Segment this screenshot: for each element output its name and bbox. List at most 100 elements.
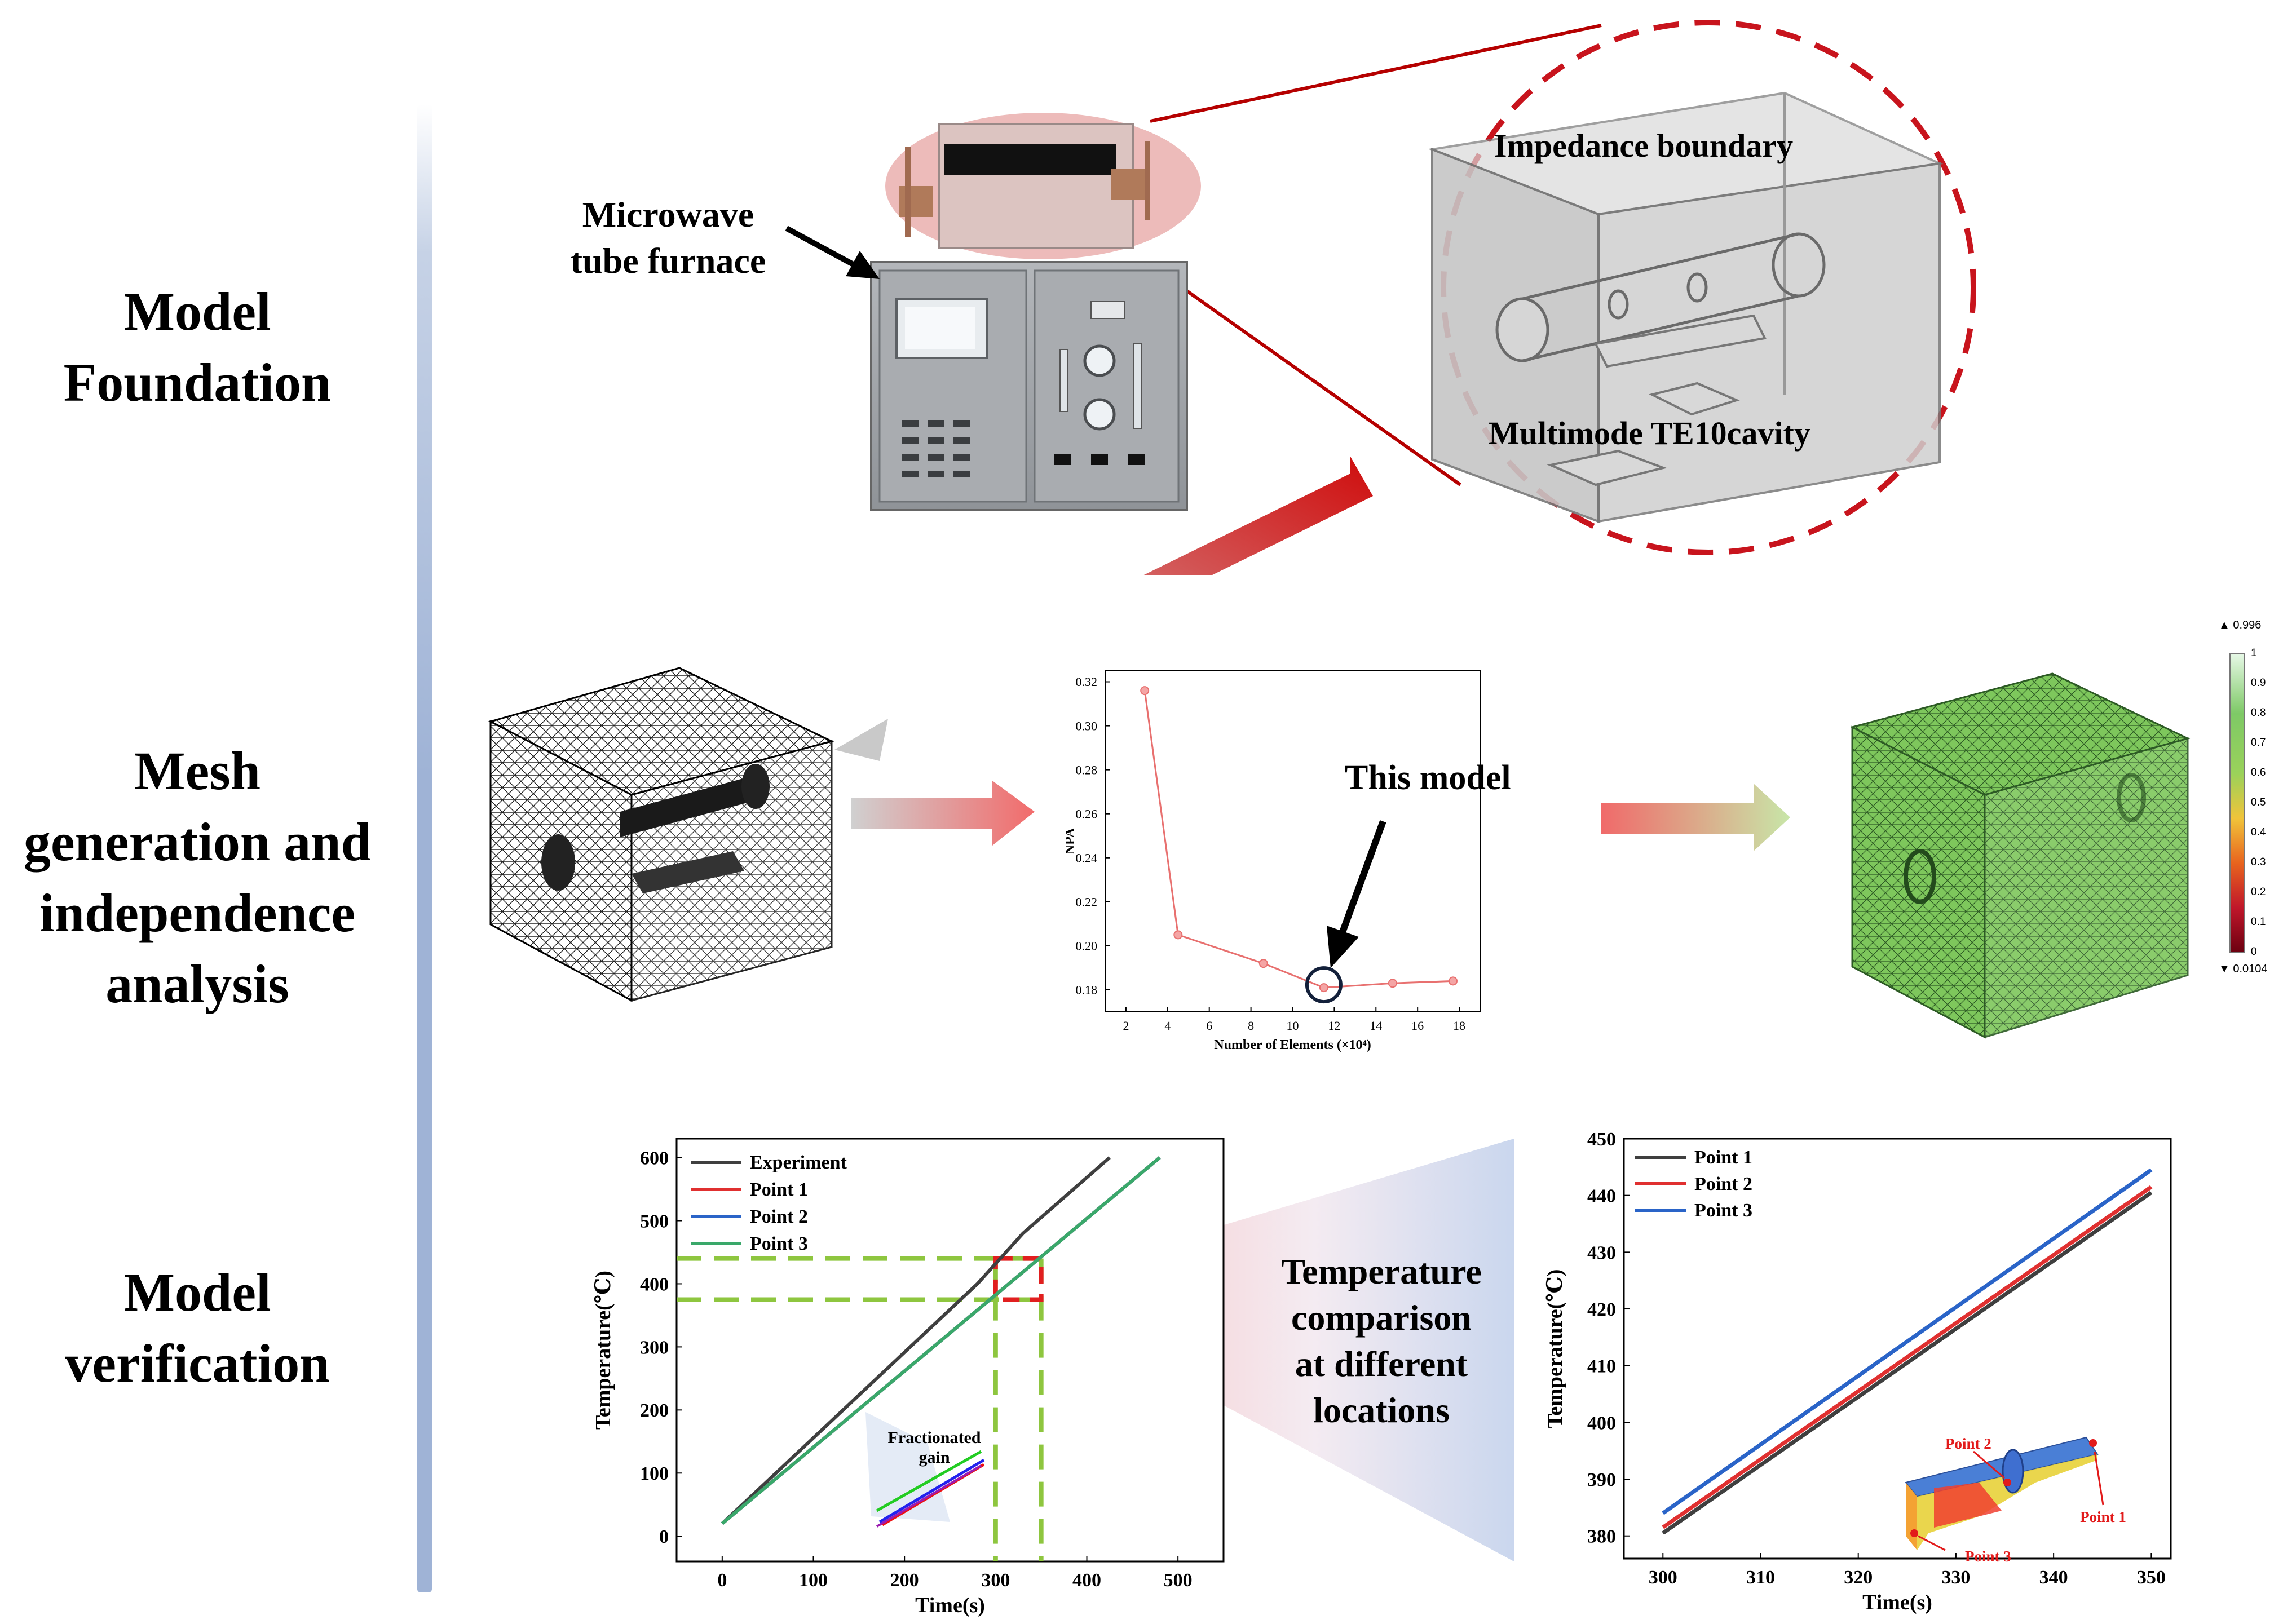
probe-label-3: Point 3 [1965,1548,2011,1565]
label-line: at different [1295,1344,1468,1384]
y-axis-label: Temperature(℃) [1543,1269,1567,1428]
npa-point [1319,983,1328,993]
furnace-pointer-line [785,225,856,268]
label-line: Temperature [1281,1251,1482,1291]
y-tick-label: 0 [659,1526,669,1547]
colorbar-tick: 1 [2251,647,2257,659]
colorbar-tick: 0 [2251,946,2257,958]
zoom-region-box [993,1256,1044,1302]
this-model-arrow-line [1337,820,1386,939]
y-tick-label: 100 [640,1463,669,1484]
legend-label: Point 3 [750,1233,808,1254]
furnace-cabinet [870,261,1188,511]
probe-leader-3 [1918,1535,1946,1551]
npa-point [1448,976,1458,986]
colorbar-tick: 0.8 [2251,707,2266,719]
furnace-pointer-head [846,251,880,279]
this-model-arrow-head [1326,926,1359,968]
y-tick-label: 0.28 [1076,763,1098,777]
y-tick-label: 440 [1587,1186,1616,1207]
legend-label: Point 2 [750,1206,808,1227]
y-axis-label: NPA [1066,828,1078,855]
this-model-label: This model [1345,759,1511,797]
colorbar-tick: 0.3 [2251,856,2266,868]
stage-line: independence [39,883,356,943]
legend-label: Point 2 [1694,1174,1752,1194]
npa-point [1388,979,1397,988]
stage-line: Model [123,1262,271,1322]
y-tick-label: 200 [640,1400,669,1421]
y-tick-label: 400 [640,1274,669,1295]
y-axis-label: Temperature(℃) [591,1271,615,1430]
x-tick-label: 100 [799,1570,828,1591]
x-tick-label: 300 [1649,1567,1677,1588]
plot-frame [1105,670,1481,1012]
series-line [721,1156,1161,1525]
impedance-label: Impedance boundary [1494,127,1794,164]
x-axis-label: Number of Elements (×10⁴) [1214,1038,1371,1052]
foundation-illustration [785,20,1976,575]
colorbar-tick: 0.6 [2251,767,2266,778]
inset-hot-zone [1934,1483,2002,1528]
inset-line [876,1464,982,1528]
label-line: tube furnace [570,241,766,281]
colorbar-min-label: ▼ 0.0104 [2219,963,2268,975]
stage-line: generation and [23,812,372,872]
colorbar [2229,653,2245,953]
colorbar-tick: 0.1 [2251,916,2266,928]
stage-line: Model [123,281,271,342]
x-tick-label: 18 [1453,1019,1465,1033]
mesh-row [488,653,2245,1039]
transition-arrow-2 [851,781,1035,846]
gray-arrow-tip [834,719,888,761]
mesh-box-quality [1849,672,2191,1039]
inset-shade [865,1412,950,1522]
zoom-line-bottom [1149,263,1461,486]
series-line [721,1156,1111,1525]
transition-arrow-3 [1601,784,1790,851]
y-tick-label: 0.32 [1076,675,1098,689]
x-axis-label: Time(s) [1862,1591,1932,1614]
inset-tube-ring [2002,1449,2024,1494]
y-tick-label: 500 [640,1211,669,1232]
x-tick-label: 320 [1844,1567,1873,1588]
x-tick-label: 330 [1941,1567,1970,1588]
crucible-plate [1594,314,1767,368]
port-top [1649,382,1740,416]
x-axis-label: Time(s) [915,1594,985,1617]
inset-line [878,1458,985,1524]
colorbar-tick: 0.7 [2251,737,2266,749]
probe-leader-1 [2094,1451,2104,1506]
y-tick-label: 0.20 [1076,939,1098,953]
colorbar-tick: 0.5 [2251,796,2266,808]
series-line [1662,1191,2153,1535]
transition-arrow-1 [1143,457,1373,575]
inset-label-line: Fractionated [888,1428,981,1447]
x-tick-label: 0 [717,1570,727,1591]
x-tick-label: 12 [1328,1019,1340,1033]
x-tick-label: 16 [1411,1019,1424,1033]
label-line: comparison [1291,1298,1472,1338]
cavity-box [1428,91,1944,523]
y-tick-label: 410 [1587,1356,1616,1377]
stage-line: Foundation [63,352,332,413]
comparison-label: Temperature comparison at different loca… [1252,1249,1511,1433]
npa-point [1258,959,1268,968]
stage-label-mesh: Mesh generation and independence analysi… [0,736,395,1020]
probe-point-2 [2003,1479,2011,1486]
stage-label-model-verification: Model verification [0,1257,395,1399]
x-tick-label: 2 [1123,1019,1129,1033]
probe-point-1 [2089,1439,2097,1447]
furnace-label: Microwave tube furnace [550,192,787,284]
divider-bar [417,104,432,1592]
y-tick-label: 400 [1587,1413,1616,1433]
zoom-line-top [1150,24,1602,123]
x-tick-label: 200 [890,1570,919,1591]
y-tick-label: 430 [1587,1242,1616,1263]
x-tick-label: 340 [2039,1567,2068,1588]
x-tick-label: 310 [1746,1567,1775,1588]
